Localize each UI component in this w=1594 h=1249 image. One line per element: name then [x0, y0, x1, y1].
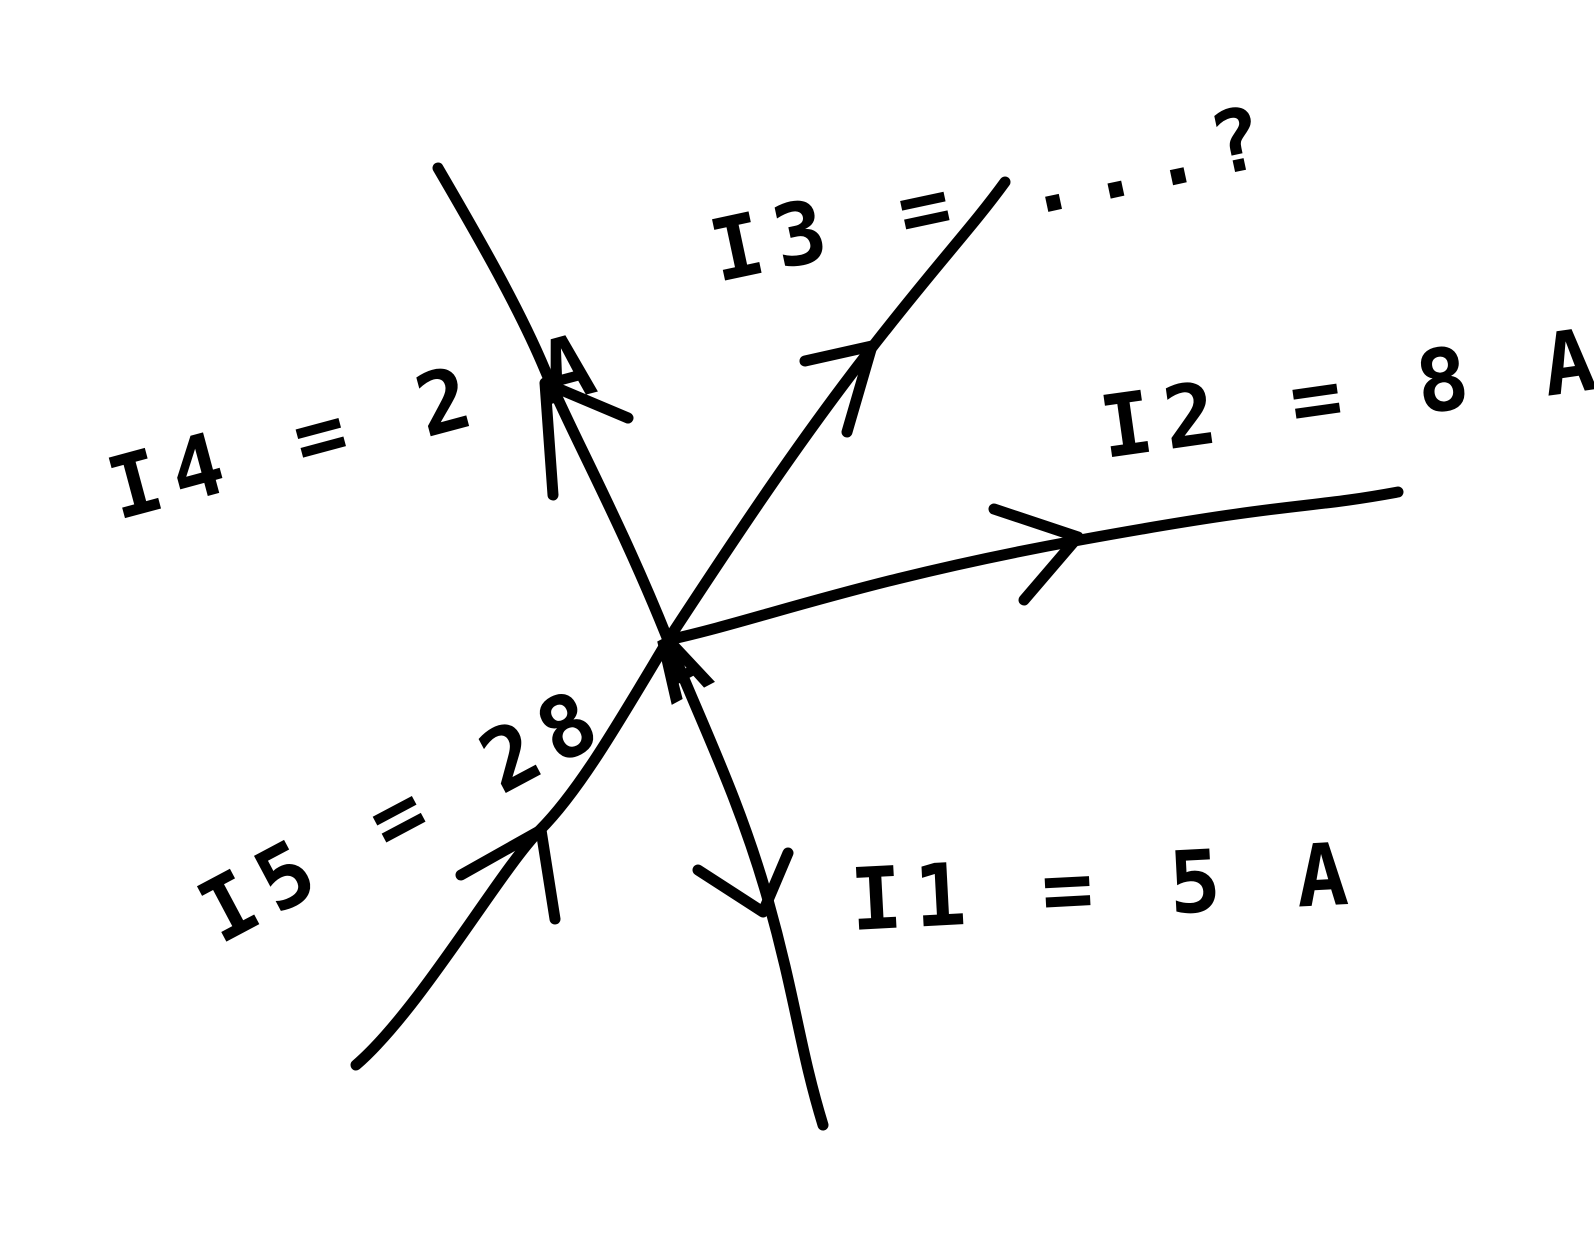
- arrow-i5: [455, 824, 561, 925]
- arrowheads: [455, 340, 1084, 925]
- labels: I4 = 2 A I3 = ...? I2 = 8 A I5 = 28 A I1…: [98, 85, 1594, 963]
- arrow-i4: [539, 377, 634, 501]
- label-i4: I4 = 2 A: [98, 312, 617, 541]
- wire-i2: [662, 486, 1404, 646]
- arrow-i2: [988, 503, 1084, 606]
- wire-i4: [432, 162, 674, 646]
- label-i5: I5 = 28 A: [183, 606, 737, 964]
- arrow-i1: [692, 847, 794, 918]
- wire-i3: [662, 176, 1011, 646]
- wires: [350, 162, 1404, 1131]
- label-i3: I3 = ...?: [702, 85, 1284, 302]
- arrow-i3: [799, 340, 878, 438]
- label-i1: I1 = 5 A: [848, 824, 1363, 951]
- label-i2: I2 = 8 A: [1094, 309, 1594, 479]
